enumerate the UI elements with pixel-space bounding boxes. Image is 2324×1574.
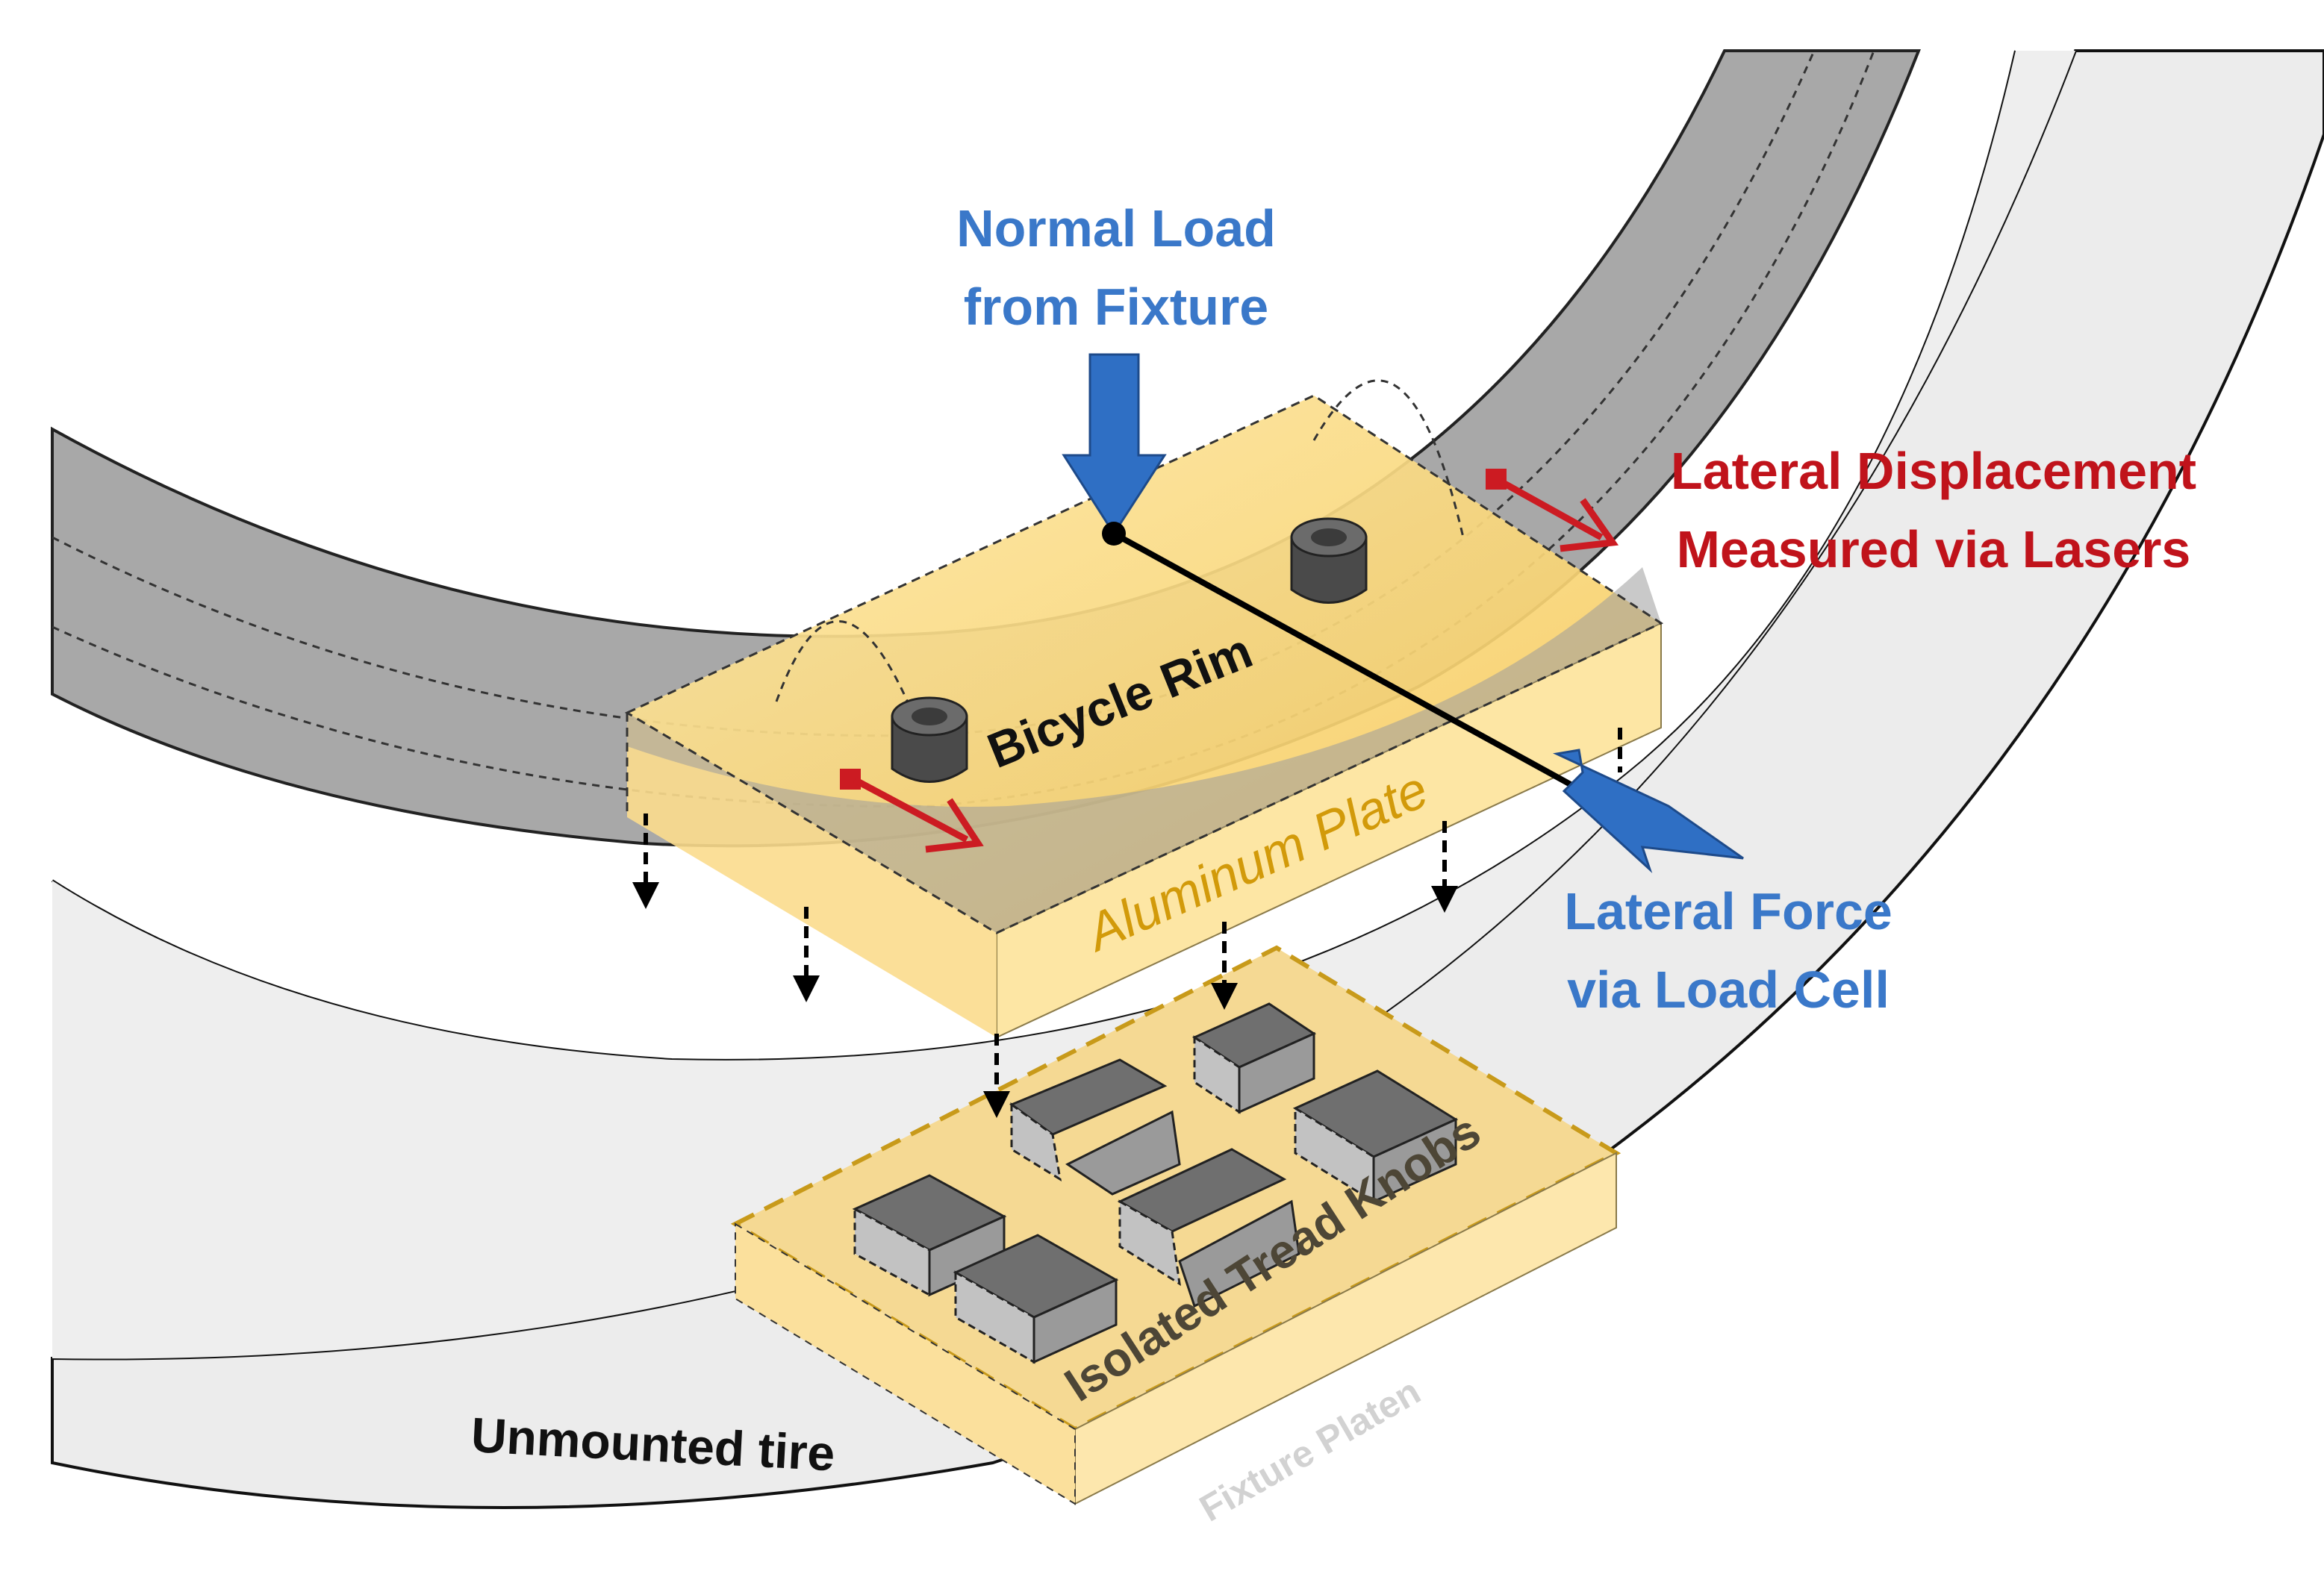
lateral-displacement-label-1: Lateral Displacement xyxy=(1671,442,2196,500)
normal-load-label-1: Normal Load xyxy=(956,199,1276,257)
laser-arrow-left xyxy=(840,769,984,853)
tread-knob-6 xyxy=(1117,1148,1300,1308)
laser-arrow-right xyxy=(1486,469,1619,552)
rim-over-plate xyxy=(627,567,1661,933)
tread-knob-4 xyxy=(953,1234,1119,1364)
lateral-force-line xyxy=(1112,531,1584,794)
dashed-arrows xyxy=(632,728,1622,1118)
lateral-displacement-label-2: Measured via Lasers xyxy=(1677,520,2191,578)
bolt-left xyxy=(891,696,968,783)
lateral-force-label-1: Lateral Force xyxy=(1564,882,1892,940)
bolt-right xyxy=(1290,517,1368,604)
tread-knob-2 xyxy=(1292,1069,1459,1204)
tread-knob-5 xyxy=(1009,1058,1181,1196)
normal-load-arrow xyxy=(1062,353,1167,536)
plate-dashed-outline xyxy=(624,394,1664,934)
load-point xyxy=(1102,522,1126,546)
normal-load-label-2: from Fixture xyxy=(964,278,1268,336)
fixture-platen-side xyxy=(735,1222,1076,1505)
lateral-force-arrow xyxy=(1552,749,1744,873)
clamp-arch-left xyxy=(775,620,912,710)
aluminum-plate-side xyxy=(627,713,997,1037)
clamp-arch-right xyxy=(1312,379,1465,538)
tread-knob-1 xyxy=(1191,1002,1317,1114)
tread-knob-3 xyxy=(852,1174,1007,1297)
lateral-force-label-2: via Load Cell xyxy=(1567,961,1890,1019)
